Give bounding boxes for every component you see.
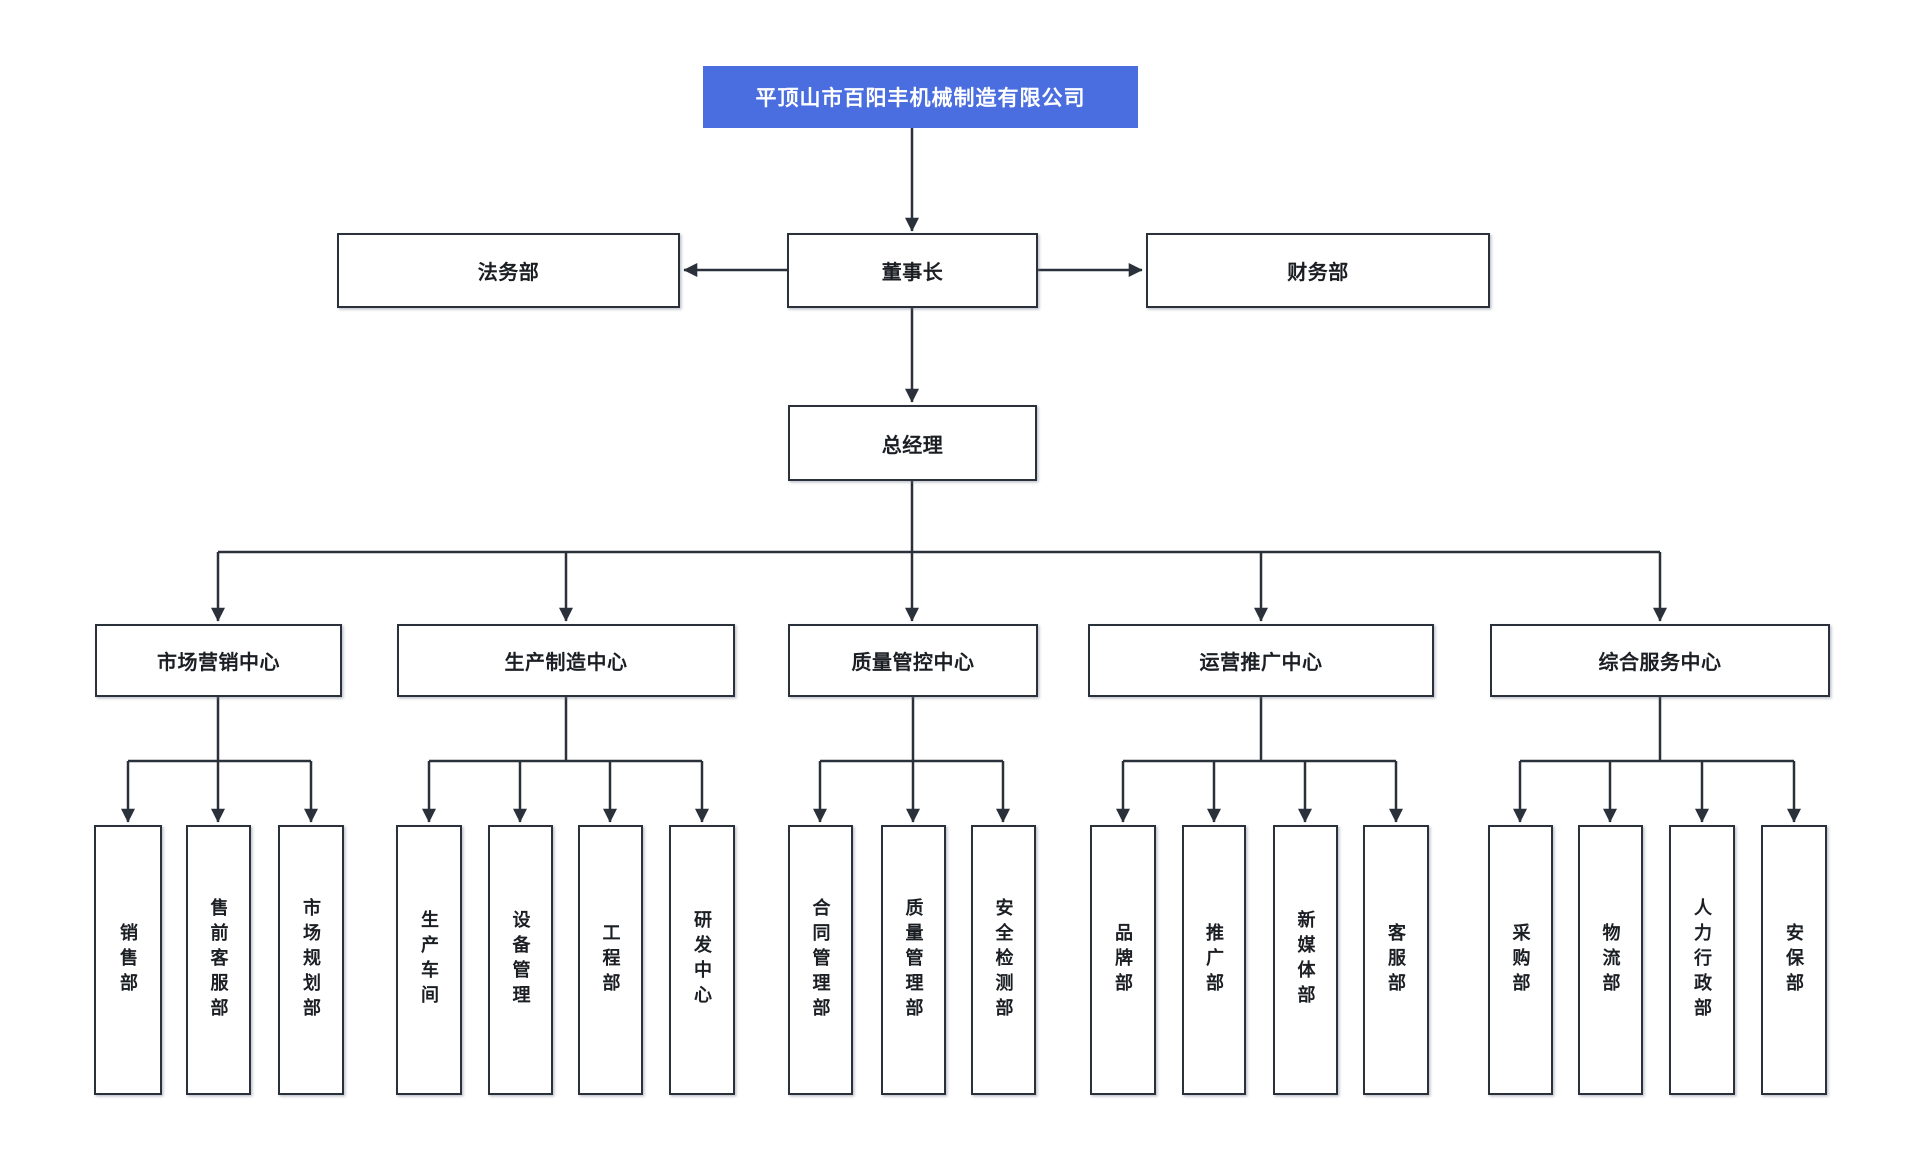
node-sales-dept[interactable]: 销售部: [94, 825, 162, 1095]
safety-inspection-dept-label: 安全检测部: [993, 897, 1014, 1023]
chairman-label: 董事长: [881, 262, 944, 284]
node-operations-center[interactable]: 运营推广中心: [1088, 624, 1434, 697]
sales-dept-label: 销售部: [118, 922, 138, 998]
market-planning-dept-label: 市场规划部: [301, 897, 321, 1023]
node-production-center[interactable]: 生产制造中心: [397, 624, 735, 697]
company-title: 平顶山市百阳丰机械制造有限公司: [755, 87, 1086, 110]
legal-dept-label: 法务部: [477, 262, 540, 284]
quality-center-label: 质量管控中心: [851, 652, 975, 674]
node-finance-dept[interactable]: 财务部: [1146, 233, 1490, 308]
node-security-dept[interactable]: 安保部: [1761, 825, 1827, 1095]
node-procurement-dept[interactable]: 采购部: [1488, 825, 1553, 1095]
new-media-dept-label: 新媒体部: [1295, 910, 1316, 1010]
brand-dept-label: 品牌部: [1113, 922, 1133, 998]
node-equipment-management[interactable]: 设备管理: [488, 825, 553, 1095]
node-company-root[interactable]: 平顶山市百阳丰机械制造有限公司: [703, 66, 1138, 128]
node-contract-management-dept[interactable]: 合同管理部: [788, 825, 853, 1095]
contract-management-dept-label: 合同管理部: [810, 897, 831, 1023]
node-market-planning-dept[interactable]: 市场规划部: [278, 825, 344, 1095]
node-hr-admin-dept[interactable]: 人力行政部: [1669, 825, 1735, 1095]
hr-admin-dept-label: 人力行政部: [1692, 897, 1712, 1023]
node-presales-service-dept[interactable]: 售前客服部: [186, 825, 251, 1095]
production-center-label: 生产制造中心: [504, 652, 628, 674]
node-quality-management-dept[interactable]: 质量管理部: [881, 825, 946, 1095]
finance-dept-label: 财务部: [1287, 262, 1349, 284]
services-center-label: 综合服务中心: [1598, 652, 1722, 674]
node-services-center[interactable]: 综合服务中心: [1490, 624, 1830, 697]
general-manager-label: 总经理: [881, 434, 944, 457]
production-workshop-label: 生产车间: [419, 910, 439, 1010]
node-rd-center[interactable]: 研发中心: [669, 825, 735, 1095]
node-chairman[interactable]: 董事长: [787, 233, 1038, 308]
node-general-manager[interactable]: 总经理: [788, 405, 1037, 481]
presales-service-dept-label: 售前客服部: [208, 897, 229, 1023]
node-logistics-dept[interactable]: 物流部: [1578, 825, 1643, 1095]
node-production-workshop[interactable]: 生产车间: [396, 825, 462, 1095]
node-customer-service-dept[interactable]: 客服部: [1363, 825, 1429, 1095]
rd-center-label: 研发中心: [692, 910, 712, 1010]
node-new-media-dept[interactable]: 新媒体部: [1273, 825, 1338, 1095]
node-promotion-dept[interactable]: 推广部: [1182, 825, 1246, 1095]
node-legal-dept[interactable]: 法务部: [337, 233, 680, 308]
quality-management-dept-label: 质量管理部: [903, 897, 924, 1023]
node-quality-center[interactable]: 质量管控中心: [788, 624, 1038, 697]
procurement-dept-label: 采购部: [1510, 922, 1531, 998]
node-engineering-dept[interactable]: 工程部: [578, 825, 643, 1095]
operations-center-label: 运营推广中心: [1199, 652, 1323, 674]
promotion-dept-label: 推广部: [1204, 922, 1224, 998]
connector-group: [121, 128, 1801, 823]
customer-service-dept-label: 客服部: [1386, 922, 1406, 998]
security-dept-label: 安保部: [1784, 922, 1804, 998]
node-safety-inspection-dept[interactable]: 安全检测部: [971, 825, 1036, 1095]
node-marketing-center[interactable]: 市场营销中心: [95, 624, 342, 697]
marketing-center-label: 市场营销中心: [157, 652, 280, 674]
logistics-dept-label: 物流部: [1600, 922, 1621, 998]
engineering-dept-label: 工程部: [600, 922, 621, 998]
node-brand-dept[interactable]: 品牌部: [1090, 825, 1156, 1095]
equipment-management-label: 设备管理: [510, 910, 531, 1010]
